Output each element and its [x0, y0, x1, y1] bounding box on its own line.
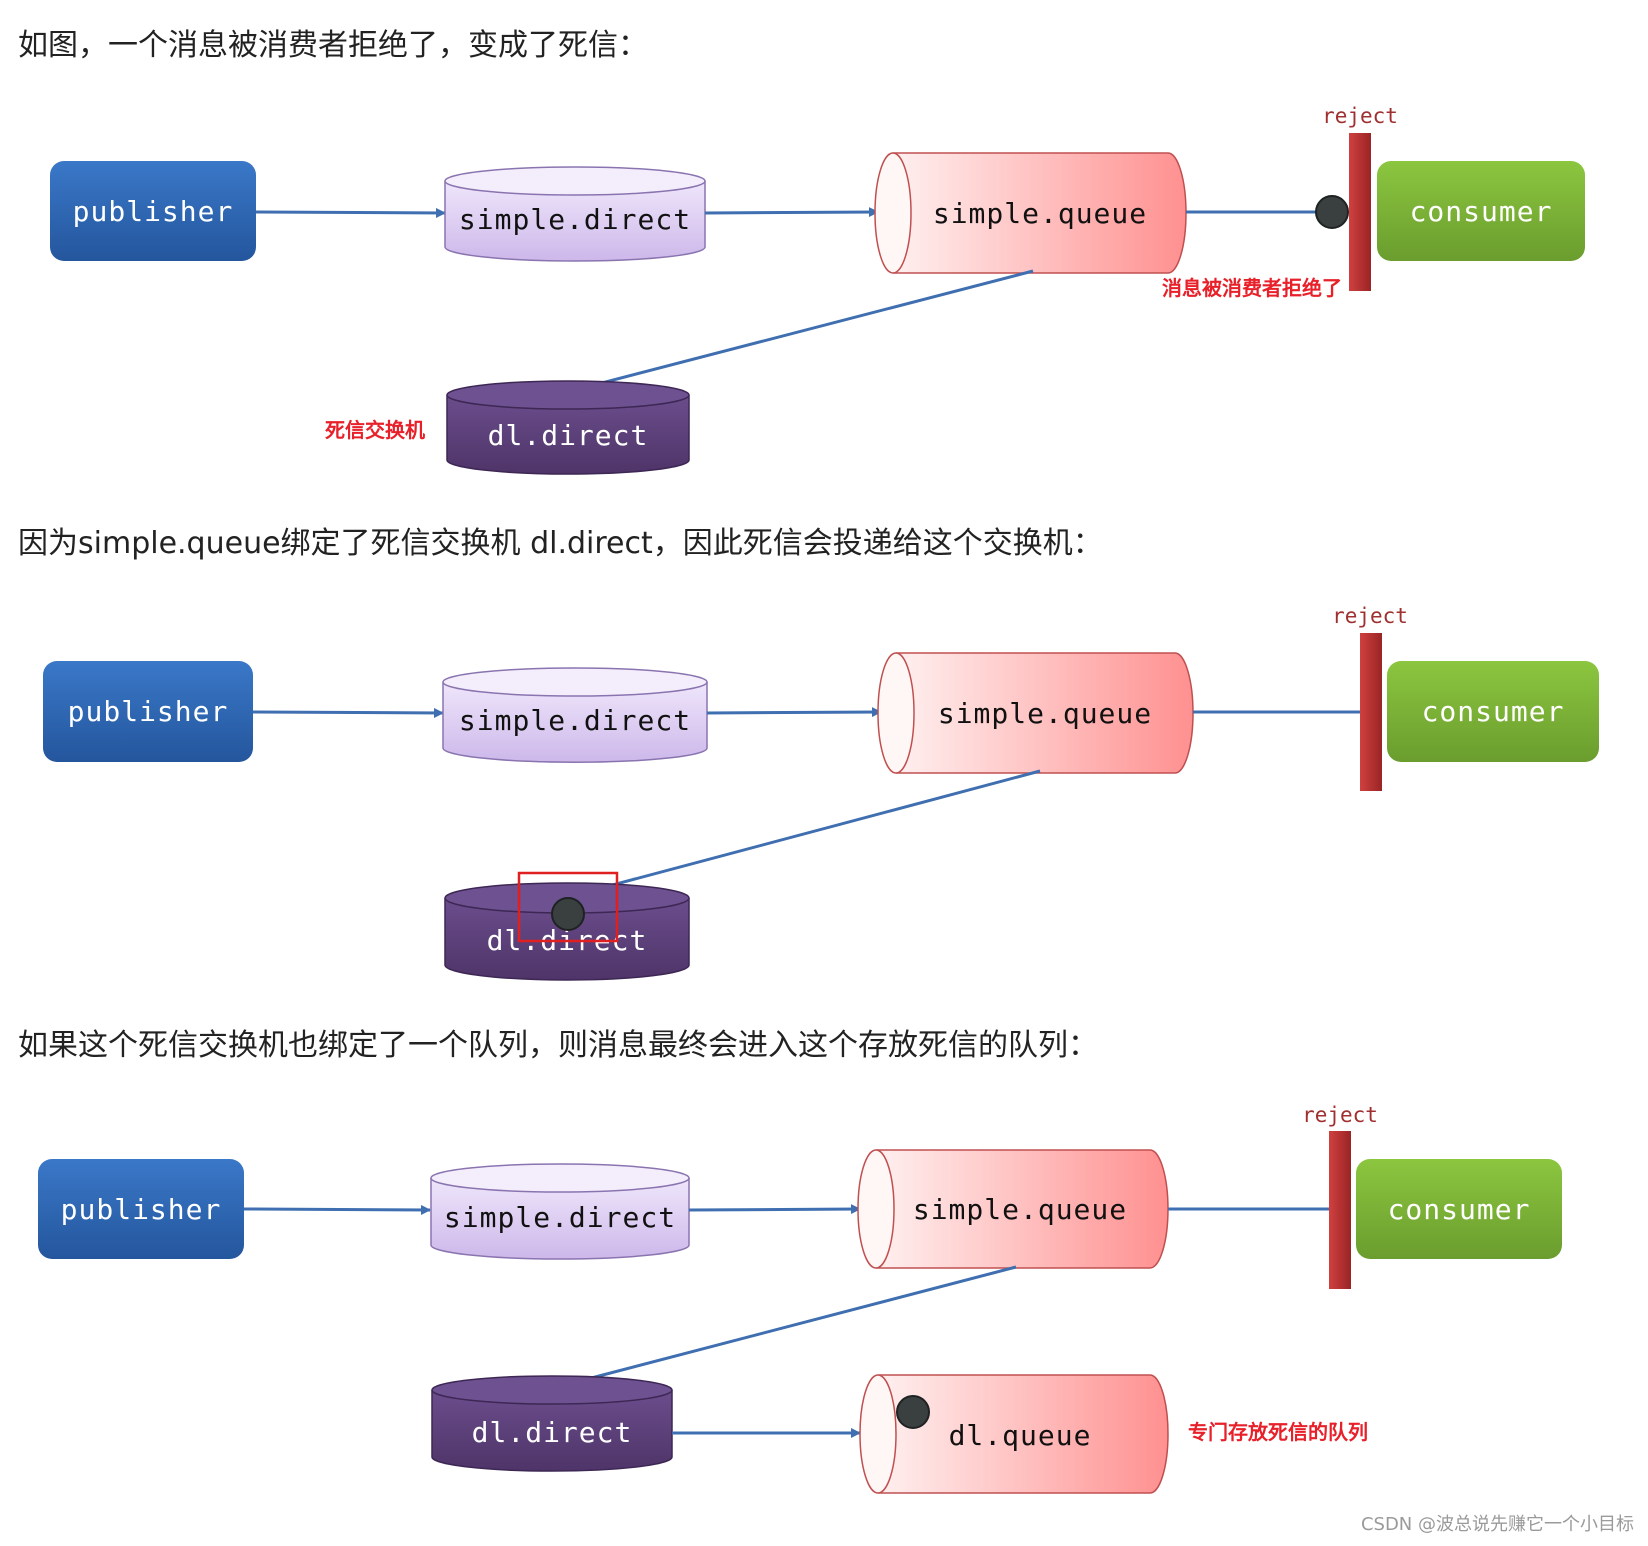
- dl-direct-exchange: dl.direct: [446, 380, 690, 475]
- simple-direct-label: simple.direct: [444, 1201, 676, 1234]
- dl-direct-label: dl.direct: [472, 1416, 633, 1449]
- arrow-exchange-to-queue: [688, 1204, 861, 1215]
- consumer-box: consumer: [1377, 161, 1585, 261]
- arrow-publisher-to-exchange: [243, 1204, 431, 1215]
- consumer-box: consumer: [1387, 661, 1599, 762]
- consumer-box: consumer: [1356, 1159, 1562, 1259]
- simple-queue: simple.queue: [857, 1149, 1169, 1269]
- rejected-message-dot: [1315, 195, 1349, 229]
- dl-direct-exchange: dl.direct: [444, 882, 690, 981]
- dead-letter-message-dot: [551, 897, 585, 931]
- reject-label: reject: [1302, 1103, 1378, 1127]
- simple-direct-label: simple.direct: [459, 203, 691, 236]
- simple-queue: simple.queue: [877, 652, 1194, 774]
- arrow-queue-to-dl-direct: [566, 269, 1034, 395]
- publisher-box: publisher: [43, 661, 253, 762]
- arrow-queue-to-dl-direct: [552, 1265, 1017, 1391]
- watermark: CSDN @波总说先赚它一个小目标: [1360, 1514, 1634, 1535]
- note-dead-letter-queue: 专门存放死信的队列: [1188, 1420, 1368, 1444]
- publisher-label: publisher: [68, 695, 229, 728]
- arrow-exchange-to-queue: [706, 707, 882, 718]
- simple-direct-exchange: simple.direct: [430, 1163, 690, 1260]
- note-dead-letter-exchange: 死信交换机: [325, 418, 425, 442]
- publisher-box: publisher: [38, 1159, 244, 1259]
- reject-bar: [1329, 1131, 1351, 1289]
- publisher-label: publisher: [73, 195, 234, 228]
- dl-direct-exchange: dl.direct: [431, 1375, 673, 1472]
- simple-direct-label: simple.direct: [459, 704, 691, 737]
- simple-direct-exchange: simple.direct: [444, 166, 706, 262]
- arrow-publisher-to-exchange: [252, 707, 444, 718]
- diagram-3: publisher simple.direct simple.queue rej…: [38, 1103, 1562, 1494]
- simple-direct-exchange: simple.direct: [442, 667, 708, 763]
- simple-queue-label: simple.queue: [938, 697, 1152, 730]
- dl-queue-label: dl.queue: [949, 1419, 1092, 1452]
- diagram-1: publisher simple.direct simple.queue rej…: [50, 104, 1585, 475]
- reject-bar: [1349, 133, 1371, 291]
- publisher-label: publisher: [61, 1193, 222, 1226]
- highlight-box: [517, 871, 619, 943]
- paragraph-2: 因为simple.queue绑定了死信交换机 dl.direct，因此死信会投递…: [18, 526, 1103, 561]
- paragraph-1: 如图，一个消息被消费者拒绝了，变成了死信：: [18, 28, 648, 63]
- paragraph-3: 如果这个死信交换机也绑定了一个队列，则消息最终会进入这个存放死信的队列：: [18, 1028, 1098, 1063]
- simple-queue-label: simple.queue: [933, 197, 1147, 230]
- arrow-queue-to-dl-direct: [574, 769, 1041, 898]
- consumer-label: consumer: [1422, 695, 1565, 728]
- dl-direct-label: dl.direct: [488, 419, 649, 452]
- reject-bar: [1360, 633, 1382, 791]
- simple-queue: simple.queue: [874, 152, 1187, 274]
- consumer-label: consumer: [1410, 195, 1553, 228]
- reject-label: reject: [1322, 104, 1398, 128]
- simple-queue-label: simple.queue: [913, 1193, 1127, 1226]
- diagram-2: publisher simple.direct simple.queue rej…: [43, 604, 1599, 981]
- publisher-box: publisher: [50, 161, 256, 261]
- arrow-exchange-to-queue: [704, 207, 879, 218]
- consumer-label: consumer: [1388, 1193, 1531, 1226]
- arrow-publisher-to-exchange: [255, 207, 446, 218]
- reject-label: reject: [1332, 604, 1408, 628]
- dead-letter-message-dot: [896, 1395, 930, 1429]
- dl-queue: dl.queue: [859, 1374, 1169, 1494]
- note-rejected-by-consumer: 消息被消费者拒绝了: [1162, 276, 1342, 300]
